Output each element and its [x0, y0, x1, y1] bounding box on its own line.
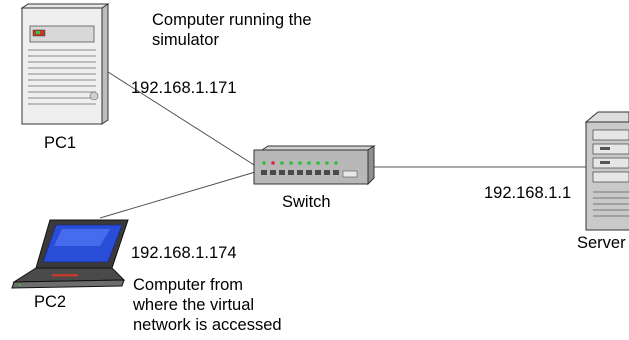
pc1-ip-label: 192.168.1.171 — [131, 79, 237, 97]
pc1-description: Computer running the simulator — [152, 11, 312, 49]
server-ip-label: 192.168.1.1 — [484, 184, 572, 202]
switch-name-label: Switch — [282, 193, 331, 211]
pc1-tower-icon — [20, 3, 110, 125]
pc2-name-label: PC2 — [34, 293, 67, 311]
link-pc2-switch — [99, 169, 263, 219]
link-pc1-switch — [107, 71, 263, 171]
pc2-description: Computer from where the virtual network … — [133, 276, 282, 334]
server-icon — [584, 111, 629, 231]
switch-icon — [253, 145, 376, 186]
server-name-label: Server — [577, 234, 626, 252]
pc2-laptop-icon — [11, 219, 129, 289]
pc2-ip-label: 192.168.1.174 — [131, 244, 237, 262]
pc1-name-label: PC1 — [44, 134, 77, 152]
